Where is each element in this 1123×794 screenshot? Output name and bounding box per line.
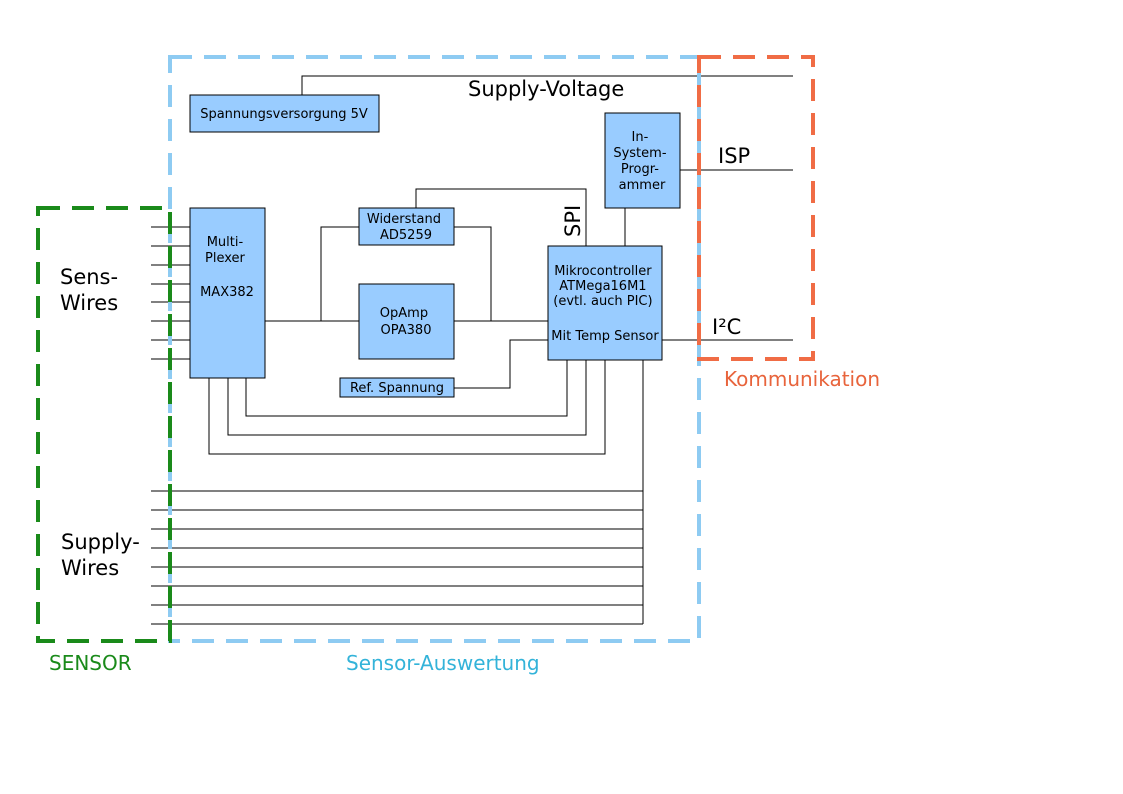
isp-programmer-label-line: In- xyxy=(632,130,649,145)
multiplexer-box xyxy=(189,207,266,379)
opamp-box xyxy=(358,283,455,360)
supply-wires-label: Supply- Wires xyxy=(61,530,146,580)
isp-label: ISP xyxy=(718,144,750,168)
resistor-label-line: Widerstand xyxy=(367,212,441,227)
ref-mcu-wire xyxy=(454,339,548,389)
ref-voltage-label: Ref. Spannung xyxy=(350,381,444,396)
mux-control-wire-3 xyxy=(208,360,606,455)
supply-wires-label-line: Wires xyxy=(61,556,119,580)
microcontroller-block: Mikrocontroller ATMega16M1 (evtl. auch P… xyxy=(547,245,663,361)
sensor-group-label: SENSOR xyxy=(49,651,132,675)
mux-control-wire-2 xyxy=(227,360,587,436)
wires xyxy=(151,75,793,625)
microcontroller-label-line: Mit Temp Sensor xyxy=(551,329,659,344)
svg-text:Widerstand AD5259: Widerstand AD5259 xyxy=(367,212,445,243)
sensor-auswertung-frame xyxy=(168,55,701,643)
supply-wires xyxy=(151,490,643,625)
svg-text:Mikrocontroller ATMega16: Mikrocontroller ATMega16M1 (evtl. auch P… xyxy=(551,264,659,344)
isp-programmer-block: In- System- Progr- ammer xyxy=(604,112,681,209)
sensor-auswertung-group-label: Sensor-Auswertung xyxy=(346,651,540,675)
sens-wires-label: Sens- Wires xyxy=(60,265,125,315)
power-supply-box xyxy=(189,94,380,133)
opamp-block: OpAmp OPA380 xyxy=(358,283,455,360)
sens-wires-label-line: Wires xyxy=(60,291,118,315)
kommunikation-group-label: Kommunikation xyxy=(724,367,880,391)
resistor-label-line: AD5259 xyxy=(380,228,432,243)
isp-programmer-box xyxy=(604,112,681,209)
spi-wire xyxy=(415,188,587,246)
isp-programmer-label-line: ammer xyxy=(619,178,666,193)
svg-text:Multi- Plexer: Multi- Plexer MAX382 xyxy=(200,235,254,300)
multiplexer-label-line: MAX382 xyxy=(200,285,254,300)
sens-wires-label-line: Sens- xyxy=(60,265,118,289)
ref-voltage-box xyxy=(339,377,455,398)
isp-programmer-label-line: System- xyxy=(613,146,666,161)
i2c-label: I²C xyxy=(712,315,741,339)
svg-text:Spannungsversorgung 5V: Spannungsversorgung 5V xyxy=(200,107,368,122)
microcontroller-label-line: Mikrocontroller xyxy=(554,264,652,279)
microcontroller-label-line: ATMega16M1 xyxy=(559,279,646,294)
isp-programmer-label-line: Progr- xyxy=(621,162,659,177)
svg-text:In- System- Progr-: In- System- Progr- ammer xyxy=(613,130,670,193)
opamp-label-line: OPA380 xyxy=(381,323,432,338)
multiplexer-label-line: Plexer xyxy=(205,251,246,266)
supply-voltage-wire xyxy=(301,75,793,95)
resistor-left-wire xyxy=(320,226,359,321)
microcontroller-label-line: (evtl. auch PIC) xyxy=(553,294,652,309)
spi-label: SPI xyxy=(561,205,585,237)
sensor-frame xyxy=(36,206,172,643)
resistor-right-wire xyxy=(454,226,492,321)
kommunikation-frame xyxy=(697,55,815,361)
power-supply-label: Spannungsversorgung 5V xyxy=(200,107,368,122)
mux-control-wire-1 xyxy=(245,360,568,417)
ref-voltage-block: Ref. Spannung xyxy=(339,377,455,398)
resistor-box xyxy=(358,207,455,246)
opamp-label-line: OpAmp xyxy=(380,306,428,321)
svg-text:OpAmp OPA380: OpAmp OPA380 xyxy=(380,306,432,338)
power-supply-block: Spannungsversorgung 5V xyxy=(189,94,380,133)
svg-text:Ref. Spannung: Ref. Spannung xyxy=(350,381,444,396)
multiplexer-label-line: Multi- xyxy=(207,235,244,250)
supply-wires-label-line: Supply- xyxy=(61,530,140,554)
microcontroller-box xyxy=(547,245,663,361)
resistor-block: Widerstand AD5259 xyxy=(358,207,455,246)
multiplexer-block: Multi- Plexer MAX382 xyxy=(189,207,266,379)
supply-voltage-label: Supply-Voltage xyxy=(468,77,624,101)
